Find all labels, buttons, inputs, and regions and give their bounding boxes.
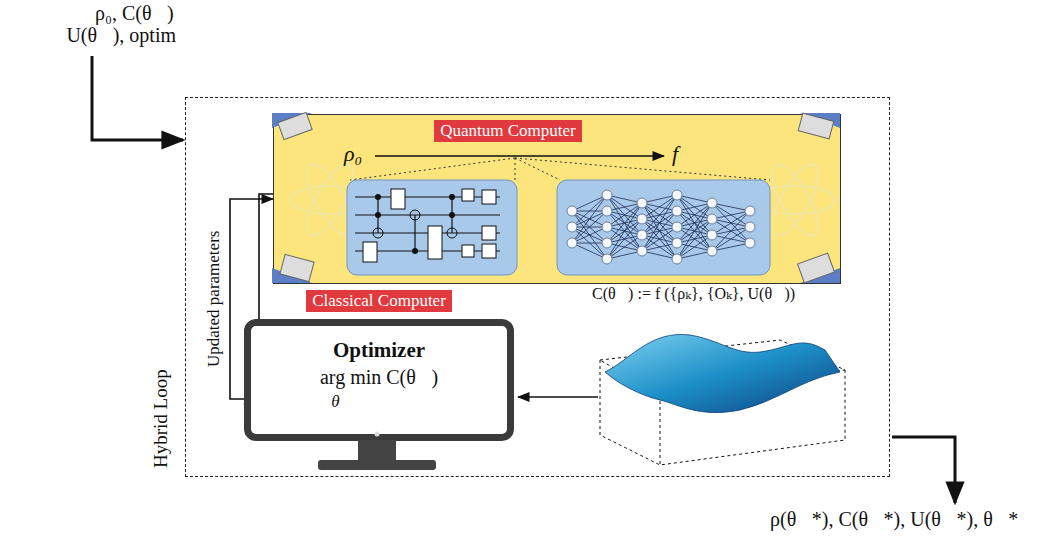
argmin-variable: θ⃗ (331, 392, 353, 412)
output-arrow (892, 437, 955, 503)
edge-label: Updated parameters (204, 231, 224, 367)
fan-lines (350, 158, 770, 180)
state-symbol: ρ₀ (344, 141, 362, 167)
monitor-stand (318, 432, 436, 471)
state-arrow (375, 155, 664, 157)
input-label: ρ₀, C(θ⃗) (95, 2, 174, 25)
atom-watermark (290, 158, 835, 241)
cost-formula: C(θ⃗) := f ({ρₖ}, {Oₖ}, U(θ⃗)) (592, 284, 795, 303)
panel-title: Quantum Computer (434, 120, 582, 142)
input-label: U(θ⃗), optim (66, 24, 176, 47)
classical-computer-monitor: Classical ComputerOptimizerarg min C(θ⃗)… (244, 319, 514, 441)
function-symbol: f (672, 141, 678, 167)
neural-network (557, 180, 770, 275)
input-arrow (92, 56, 183, 140)
output-label: ρ(θ⃗*), C(θ⃗*), U(θ⃗*), θ⃗* (770, 508, 1018, 531)
landscape-arrow (518, 396, 598, 398)
quantum-computer-panel: Quantum Computer ρ₀ f (273, 114, 841, 284)
quantum-circuit (347, 180, 517, 275)
region-title: Hybrid Loop (150, 369, 172, 468)
cost-landscape (600, 334, 845, 465)
corner-decor (272, 112, 840, 283)
argmin-formula: arg min C(θ⃗) (320, 366, 438, 389)
optimizer-label: Optimizer (333, 338, 425, 363)
monitor-title: Classical Computer (306, 290, 452, 312)
